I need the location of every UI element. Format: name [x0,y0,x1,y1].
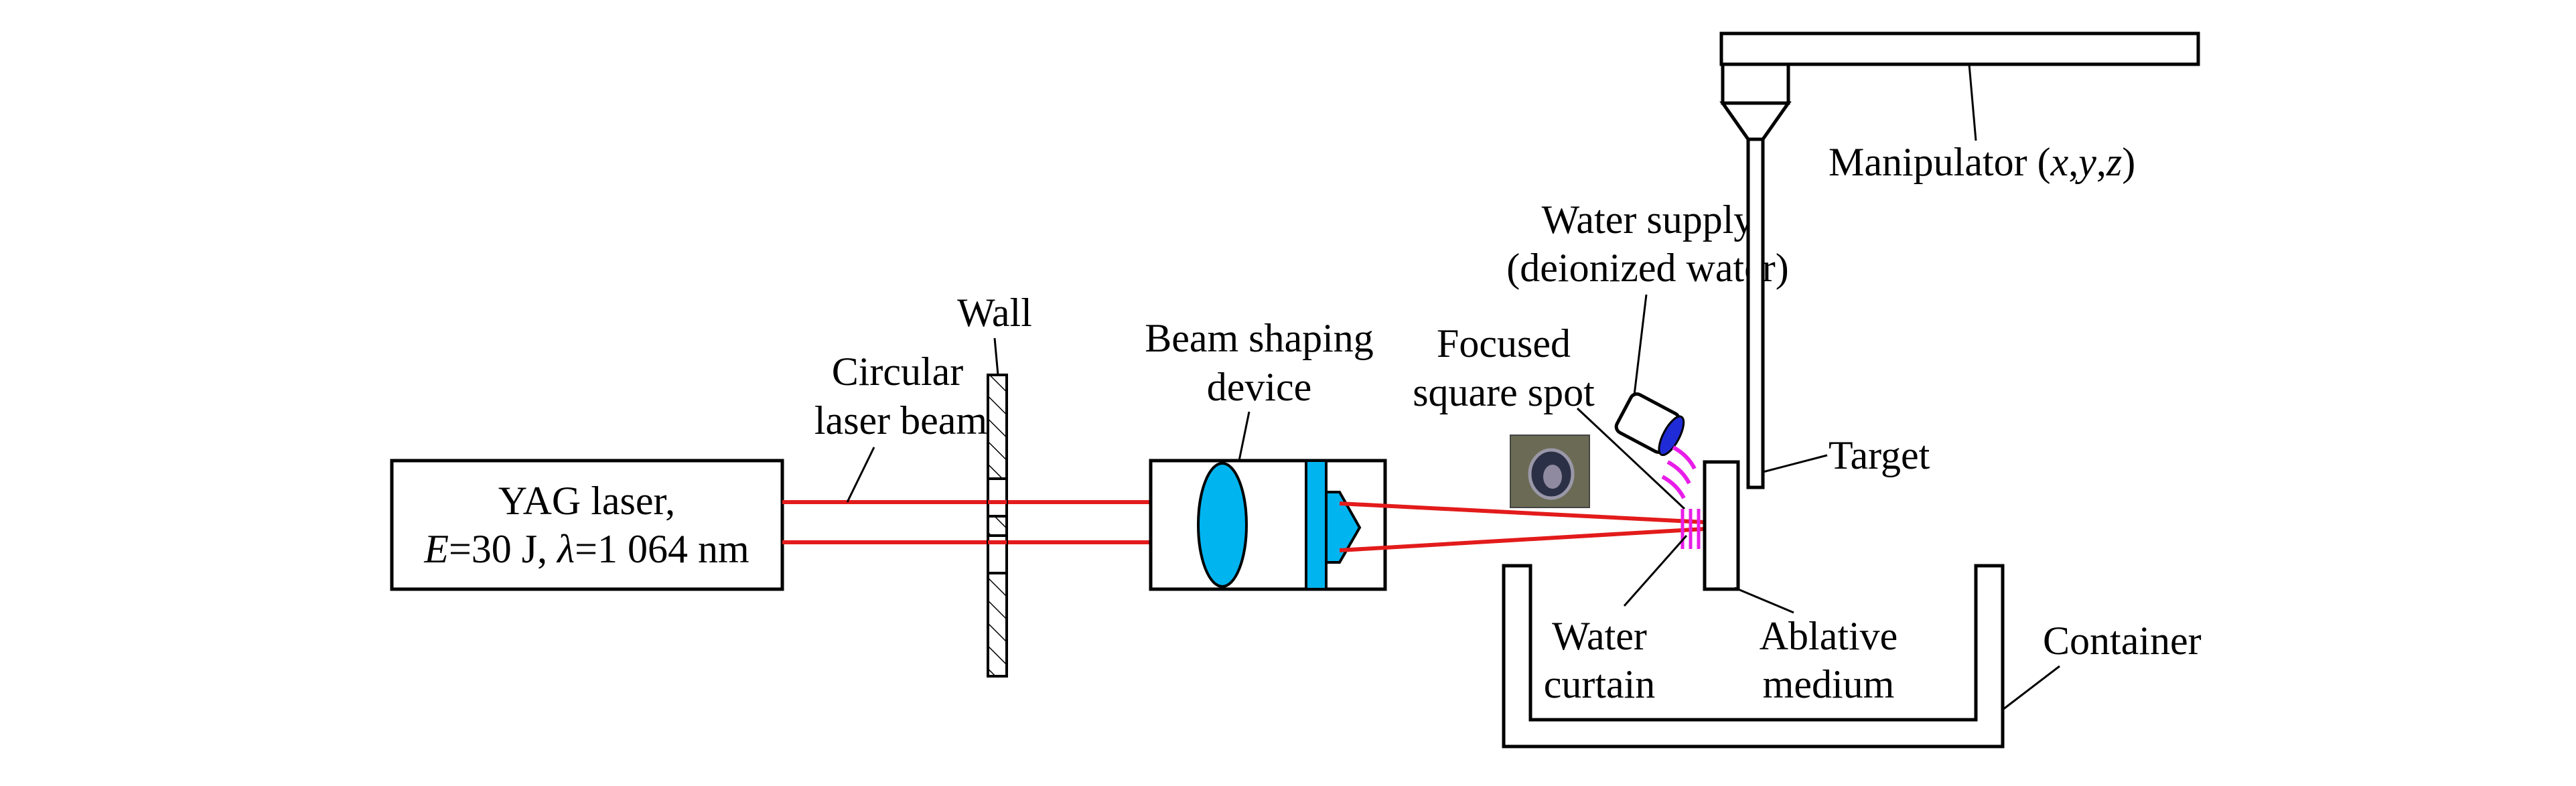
water-spray-1 [1672,445,1697,470]
wall-gap-upper [987,477,1008,518]
focused-spot-leader [1576,407,1686,510]
water-nozzle [1614,392,1685,457]
manipulator-label: Manipulator (x,y,z) [1829,140,2135,184]
manipulator-arm [1719,31,2200,66]
container-leader [2002,665,2060,711]
ablative-leader [1734,586,1794,614]
ablative-label-1: Ablative [1760,614,1898,658]
target-label: Target [1829,433,1930,477]
ablative-medium [1703,460,1740,591]
shaping-prism [1325,491,1362,564]
focused-spot-label-1: Focused [1437,321,1571,366]
beam-shaping-leader [1238,411,1250,461]
laser-label-line2: E=30 J, λ=1 064 nm [423,527,749,571]
focusing-lens [1197,462,1248,588]
focused-spot-label-2: square spot [1413,370,1595,414]
water-spray-3 [1661,475,1686,499]
circular-beam-leader [846,447,875,503]
manipulator-rod [1746,137,1765,489]
yag-laser-box [390,459,784,591]
wall-leader-line [993,337,999,376]
laser-label-line1: YAG laser, [498,479,675,523]
circular-beam-label-2: laser beam [814,398,987,443]
water-curtain-label-2: curtain [1544,662,1656,706]
manipulator-funnel [1719,101,1792,141]
beam-shaping-label-2: device [1207,365,1312,409]
manipulator-leader [1968,64,1977,141]
focused-beam-lower [1339,527,1705,552]
water-supply-label-2: (deionized water) [1506,246,1788,290]
wall [987,374,1008,678]
focused-beam-upper [1339,501,1705,524]
water-supply-label-1: Water supply [1542,198,1754,242]
manipulator-head [1721,62,1790,105]
water-supply-leader [1633,294,1648,396]
container [1502,564,2005,749]
beam-shaping-label-1: Beam shaping [1145,316,1374,360]
water-spray-2 [1666,460,1691,485]
wall-label: Wall [957,291,1032,335]
ablative-label-2: medium [1763,662,1895,706]
water-curtain-label-1: Water [1552,614,1647,658]
shaping-element [1305,459,1328,591]
circular-beam-label-1: Circular [832,349,964,394]
container-label: Container [2043,619,2202,663]
target-leader [1762,454,1828,473]
square-spot-core [1543,465,1562,489]
water-curtain-leader [1623,535,1688,607]
